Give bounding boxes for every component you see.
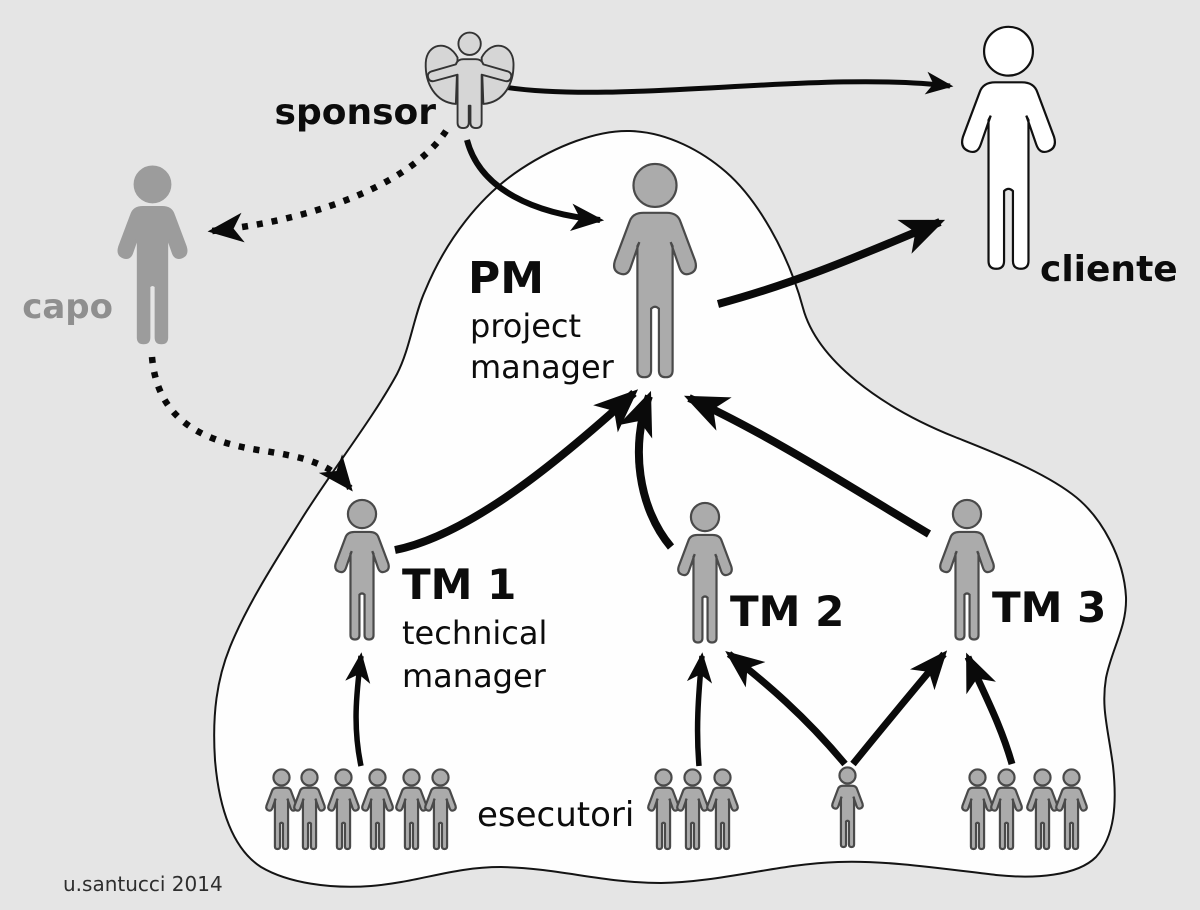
arrow-tm2-to-pm [618, 390, 675, 550]
tm1-abbr-label: TM 1 [402, 560, 516, 609]
arrow-pm-to-cliente [716, 218, 946, 308]
arrow-group3-to-tm3 [964, 652, 1016, 765]
esecutori-label: esecutori [477, 795, 634, 835]
cliente-label: cliente [1040, 249, 1178, 290]
capo-label: capo [22, 287, 113, 327]
signature-label: u.santucci 2014 [63, 872, 223, 896]
arrow-capo-to-tm1 [148, 356, 353, 492]
tm3-abbr-label: TM 3 [992, 583, 1106, 632]
angel-head [457, 31, 482, 56]
arrow-tm3-to-pm [683, 394, 932, 538]
pm-role-line2: manager [470, 348, 615, 386]
arrow-group1-to-tm1 [345, 652, 371, 767]
tm1-role-line1: technical [402, 614, 547, 652]
arrow-sponsor-to-pm [464, 139, 605, 232]
angel-body [426, 58, 513, 129]
tm2-abbr-label: TM 2 [730, 587, 844, 636]
arrow-sponsor-to-cliente [503, 71, 954, 95]
sponsor-figure [424, 31, 515, 129]
arrows-layer [148, 71, 1016, 767]
tm1-role-line2: manager [402, 657, 547, 695]
arrow-group2-to-tm2 [686, 652, 713, 767]
pm-role-line1: project [470, 307, 581, 345]
arrow-single-to-tm3 [850, 650, 948, 767]
arrow-sponsor-to-capo [207, 129, 449, 243]
arrow-single-to-tm2 [725, 651, 848, 767]
arrow-tm1-to-pm [394, 389, 639, 554]
esecutori-group-center [647, 769, 739, 850]
pm-abbr-label: PM [468, 253, 544, 304]
sponsor-label: sponsor [275, 92, 437, 133]
